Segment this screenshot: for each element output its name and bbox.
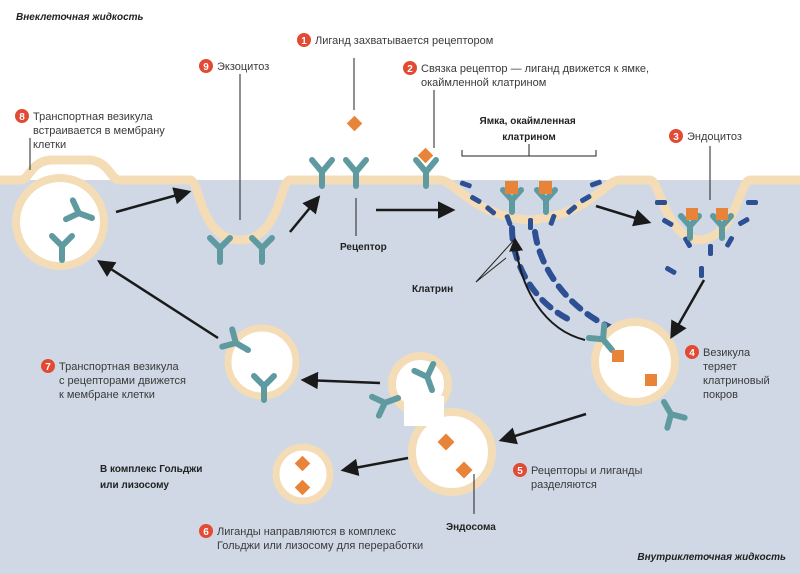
ligand-icon xyxy=(645,374,657,386)
receptor-icon xyxy=(661,399,688,431)
step-7-caption: Транспортная везикула с рецепторами движ… xyxy=(59,361,189,401)
step-3-caption: Эндоцитоз xyxy=(687,131,742,143)
step-number: 5 xyxy=(517,466,523,477)
receptor-label: Рецептор xyxy=(340,242,387,253)
step-8-caption: Транспортная везикула встраивается в мем… xyxy=(33,111,168,151)
step-6-caption: Лиганды направляются в комплекс Гольджи … xyxy=(217,526,423,552)
step-2-caption: Связка рецептор — лиганд движется к ямке… xyxy=(421,63,652,89)
process-arrows xyxy=(97,187,706,477)
step-4-caption: Везикула теряет клатриновый покров xyxy=(703,347,773,401)
receptor-icon xyxy=(411,361,437,393)
step-number: 2 xyxy=(407,64,413,75)
step-9-caption: Экзоцитоз xyxy=(217,61,269,73)
extracellular-region xyxy=(0,0,800,180)
ligand-icon xyxy=(437,433,455,451)
receptor-icon xyxy=(343,157,369,189)
receptor-icon xyxy=(249,235,275,265)
endosome-label: Эндосома xyxy=(446,522,496,533)
ligand-icon xyxy=(716,208,728,220)
step-number: 8 xyxy=(19,112,25,123)
step-number: 1 xyxy=(301,36,307,47)
receptor-icon xyxy=(219,326,251,353)
receptor-icon xyxy=(49,233,75,263)
cell-membrane xyxy=(0,155,800,245)
step-5-caption: Рецепторы и лиганды разделяются xyxy=(531,465,645,491)
clathrin-return-arrow xyxy=(509,237,586,341)
step-number: 6 xyxy=(203,527,209,538)
receptor-icon xyxy=(710,213,734,241)
ligand-icon xyxy=(612,350,624,362)
step-number: 9 xyxy=(203,62,209,73)
step-badges: 1 2 3 4 5 6 7 8 9 xyxy=(15,33,699,538)
receptor-icon xyxy=(309,157,335,189)
ligand-icon xyxy=(505,181,518,194)
endosome-neck xyxy=(404,396,444,426)
endosome xyxy=(408,408,496,496)
receptor-icon xyxy=(63,197,95,223)
pointer-lines xyxy=(29,58,711,514)
receptor-icon xyxy=(500,187,524,215)
ligand-icon xyxy=(539,181,552,194)
extracellular-label: Внеклеточная жидкость xyxy=(16,12,144,23)
fusing-vesicle xyxy=(12,174,108,270)
pit-title: Ямка, окаймленная клатрином xyxy=(480,116,579,143)
receptor-icon xyxy=(534,187,558,215)
receptor-icon xyxy=(369,393,401,419)
step-number: 3 xyxy=(673,132,679,143)
ligand-icon xyxy=(455,461,473,479)
lysosome-vesicle xyxy=(272,443,334,505)
step-1-caption: Лиганд захватывается рецептором xyxy=(315,35,493,47)
step-number: 4 xyxy=(689,348,695,359)
clathrin-coat xyxy=(655,200,758,278)
clathrin-recycle-path xyxy=(532,229,615,331)
receptor-icon xyxy=(585,322,615,353)
uncoated-vesicle xyxy=(591,318,679,406)
ligand-icon xyxy=(686,208,698,220)
golgi-label: В комплекс Гольджи или лизосому xyxy=(100,464,205,491)
ligand-icon xyxy=(417,147,434,164)
step-number: 7 xyxy=(45,362,51,373)
intracellular-label: Внутриклеточная жидкость xyxy=(637,552,786,563)
receptor-icon xyxy=(207,235,233,265)
receptor-icon xyxy=(251,373,277,403)
clathrin-label: Клатрин xyxy=(412,284,453,295)
receptor-icon xyxy=(413,157,439,189)
clathrin-coat xyxy=(459,179,602,230)
